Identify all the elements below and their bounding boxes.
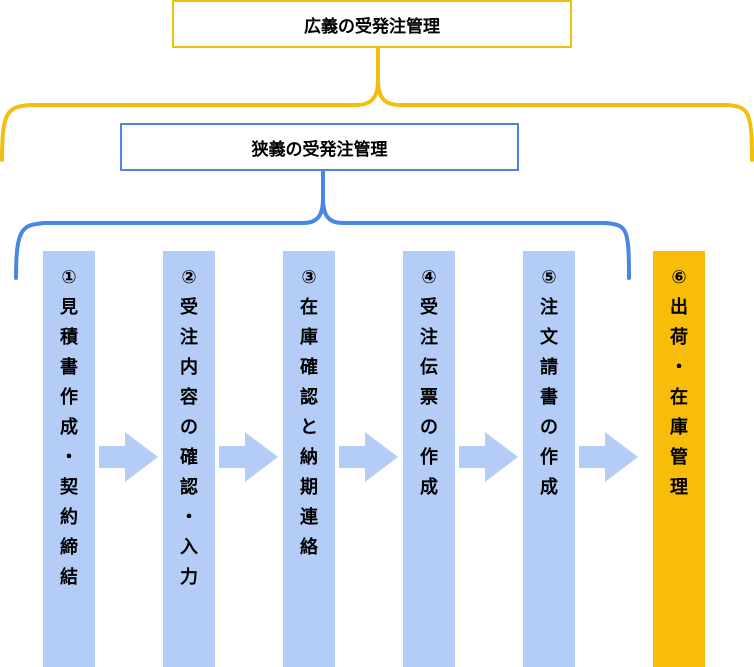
arrow-right-icon <box>99 432 158 482</box>
arrow-right-icon <box>459 432 518 482</box>
arrow-right-icon <box>219 432 278 482</box>
arrow-right-icon <box>579 432 638 482</box>
narrow-order-management-title: 狭義の受発注管理 <box>120 123 519 171</box>
broad-order-management-title: 広義の受発注管理 <box>172 0 572 48</box>
arrow-right-icon <box>339 432 398 482</box>
